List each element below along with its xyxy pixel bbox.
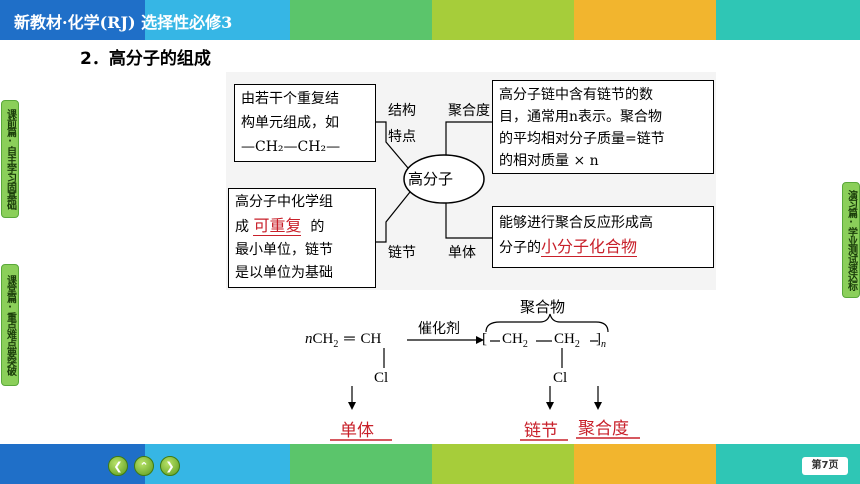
ch2-group: CH [312, 331, 334, 347]
label-unit: 链节 [388, 245, 416, 261]
unit-line-2-pre: 成 [235, 219, 249, 235]
tab-preview-study[interactable]: 课前篇·自主学习固基础 [1, 100, 19, 218]
chain-open-bracket: [ [482, 331, 487, 347]
degree-line-3: 的平均相对分子质量=链节 [499, 131, 665, 147]
concept-map: 高分子 由若干个重复结 构单元组成，如 —CH₂—CH₂— 高分子链中含有链节的… [226, 72, 716, 290]
page-number: 第7页 [802, 457, 848, 475]
coefficient-n: n [305, 331, 313, 347]
tab-classroom-key-points[interactable]: 课堂篇·重点难点要突破 [1, 264, 19, 386]
monomer-box: 能够进行聚合反应形成高 分子的小分子化合物 [492, 206, 714, 268]
ch-group: CH [360, 331, 382, 347]
answer-small-molecule: 小分子化合物 [541, 237, 638, 257]
monomer-line-1: 能够进行聚合反应形成高 [499, 215, 653, 231]
monomer-line-2-pre: 分子的 [499, 240, 541, 256]
reaction-polymer: [ [482, 331, 487, 348]
connector-monomer [445, 203, 492, 239]
reaction-arrowhead [476, 336, 484, 344]
degree-line-4: 的相对质量 × n [499, 153, 599, 169]
chevron-up-icon: ⌃ [139, 459, 149, 473]
unit-line-2-post: 的 [310, 219, 325, 235]
label-monomer: 单体 [448, 245, 476, 261]
concept-map-lines [376, 121, 492, 243]
degree-box: 高分子链中含有链节的数 目，通常用n表示。聚合物 的平均相对分子质量=链节 的相… [492, 80, 714, 174]
arrow-monomer-head [348, 402, 356, 410]
reaction-monomer: nCH2 ═ CH [305, 331, 381, 350]
polymer-n-sub: n [601, 339, 606, 350]
chevron-left-icon: ❮ [113, 459, 123, 473]
polymer-ch2-b-sub: 2 [574, 339, 580, 350]
polymer-ch2-b: CH2 [554, 331, 580, 350]
polymer-close: ]n [596, 331, 606, 350]
footer-bar [0, 444, 860, 484]
header-bar [0, 0, 860, 40]
answer-label-monomer: 单体 [340, 421, 374, 441]
structure-line-1: 由若干个重复结 [241, 91, 339, 107]
header-title: 新教材·化学(RJ) 选择性必修3 [14, 13, 233, 32]
structure-line-2: 构单元组成，如 [241, 115, 339, 131]
structure-line-3: —CH₂—CH₂— [241, 139, 341, 155]
center-ellipse [403, 154, 485, 204]
double-bond: ═ [344, 331, 355, 347]
polymer-ch2-a-sub: 2 [522, 339, 528, 350]
degree-line-2: 目，通常用n表示。聚合物 [499, 109, 663, 125]
polymer-label: 聚合物 [520, 298, 566, 316]
connector-structure [376, 121, 409, 169]
unit-line-3: 最小单位，链节 [235, 242, 333, 258]
unit-line-1: 高分子中化学组 [235, 194, 333, 210]
degree-line-1: 高分子链中含有链节的数 [499, 87, 653, 103]
cl-monomer: Cl [374, 370, 389, 386]
prev-page-button[interactable]: ❮ [108, 456, 128, 476]
label-degree: 聚合度 [448, 103, 490, 119]
arrow-degree-head [594, 402, 602, 410]
monomer-line-2: 分子的小分子化合物 [499, 235, 707, 260]
ch2-subscript: 2 [333, 339, 339, 350]
label-structure-1: 结构 [388, 103, 416, 119]
next-page-button[interactable]: ❯ [160, 456, 180, 476]
center-label: 高分子 [408, 170, 454, 188]
answer-label-unit: 链节 [524, 421, 558, 441]
polymer-ch2-b-text: CH [554, 331, 575, 347]
label-structure-2: 特点 [388, 129, 416, 145]
arrow-unit-head [546, 402, 554, 410]
cl-polymer: Cl [553, 370, 568, 386]
chevron-right-icon: ❯ [165, 459, 175, 473]
section-heading: 2．高分子的组成 [80, 49, 211, 69]
answer-label-degree: 聚合度 [578, 419, 629, 439]
connector-unit [376, 191, 411, 243]
polymer-ch2-a: CH2 [502, 331, 528, 350]
catalyst-label: 催化剂 [418, 321, 460, 337]
unit-line-2: 成 可重复 的 [235, 214, 369, 239]
connector-degree [445, 121, 492, 155]
polymer-ch2-a-text: CH [502, 331, 523, 347]
polymer-brace [485, 313, 609, 333]
answer-repeatable: 可重复 [253, 216, 302, 236]
unit-box: 高分子中化学组 成 可重复 的 最小单位，链节 是以单位为基础 [228, 188, 376, 288]
home-button[interactable]: ⌃ [134, 456, 154, 476]
unit-line-4: 是以单位为基础 [235, 265, 333, 281]
structure-box: 由若干个重复结 构单元组成，如 —CH₂—CH₂— [234, 84, 376, 162]
chain-close-bracket: ] [596, 331, 601, 347]
